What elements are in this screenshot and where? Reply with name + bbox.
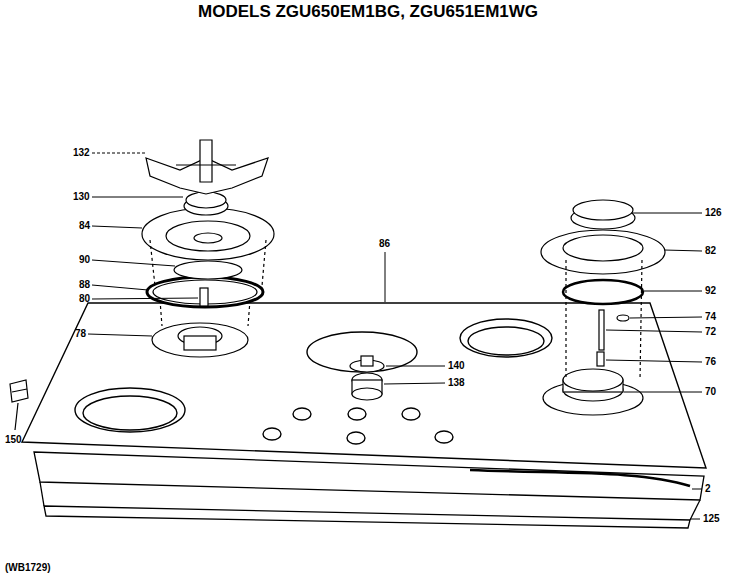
callout-number: 82: [705, 245, 716, 257]
cooktop-plate: [22, 303, 706, 468]
callout-number: 80: [79, 293, 90, 305]
callout-number: (WB1729): [5, 562, 51, 574]
callout-number: 86: [379, 238, 390, 250]
left-burner: [142, 140, 274, 357]
callout-number: 150: [5, 434, 22, 446]
left-burner: [176, 164, 236, 165]
leader-lines: [92, 197, 183, 198]
center-parts: [361, 356, 373, 366]
leader-lines: [386, 366, 445, 367]
right-burner: [599, 310, 604, 350]
leader-lines: [690, 519, 700, 520]
right-burner: [565, 260, 566, 380]
callout-number: 92: [705, 285, 716, 297]
right-burner: [541, 200, 665, 415]
left-burner: [248, 300, 250, 326]
left-burner: [174, 261, 242, 279]
callout-number: 90: [79, 254, 90, 266]
left-burner: [152, 323, 248, 357]
callout-number: 126: [705, 207, 722, 219]
leader-lines: [92, 226, 142, 228]
leader-lines: [92, 285, 148, 290]
right-burner: [597, 352, 604, 366]
left-burner: [147, 277, 263, 307]
bracket-part: [12, 389, 27, 392]
callout-number: 76: [705, 356, 716, 368]
bracket-part: [10, 380, 28, 430]
leader-lines: [624, 392, 702, 393]
callout-number: 84: [79, 220, 90, 232]
center-parts: [352, 388, 382, 400]
title: MODELS ZGU650EM1BG, ZGU651EM1WG: [198, 2, 538, 22]
left-burner: [150, 240, 155, 286]
left-burner: [166, 221, 250, 251]
bracket-part: [10, 380, 28, 402]
cooktop-plate: [468, 327, 544, 355]
center-parts: [350, 356, 384, 400]
left-burner: [200, 288, 208, 306]
right-burner: [563, 235, 643, 261]
leader-lines: [664, 250, 702, 251]
cooktop-plate: [435, 431, 453, 443]
callout-number: 88: [79, 279, 90, 291]
cooktop-plate: [293, 408, 311, 420]
front-frame: [470, 470, 690, 486]
left-burner: [160, 300, 162, 326]
leader-lines: [644, 291, 702, 292]
leader-lines: [92, 153, 145, 154]
cooktop-plate: [22, 303, 706, 468]
leader-lines: [632, 213, 702, 214]
callout-number: 74: [705, 311, 716, 323]
cooktop-plate: [347, 432, 365, 444]
callout-number: 130: [73, 191, 90, 203]
cooktop-plate: [83, 396, 177, 430]
left-burner: [142, 208, 274, 260]
leader-lines: [88, 334, 152, 336]
front-frame: [40, 482, 44, 506]
left-burner: [194, 233, 222, 243]
leader-lines: [92, 260, 175, 266]
callout-number: 2: [705, 483, 711, 495]
callout-number: 70: [705, 386, 716, 398]
left-burner: [184, 336, 216, 350]
leader-lines: [92, 298, 198, 299]
callout-number: 138: [448, 377, 465, 389]
cooktop-plate: [402, 408, 420, 420]
leader-lines: [692, 489, 702, 490]
right-burner: [563, 369, 623, 391]
front-frame: [44, 506, 690, 528]
right-burner: [640, 260, 642, 380]
bracket-part: [15, 403, 18, 430]
leader-lines: [88, 153, 702, 519]
leader-lines: [630, 317, 702, 318]
left-burner: [200, 140, 212, 182]
cooktop-plate: [460, 319, 552, 357]
front-frame: [690, 500, 700, 520]
leader-lines: [606, 330, 702, 332]
cooktop-plate: [263, 428, 281, 440]
callout-number: 125: [703, 513, 720, 525]
callout-number: 132: [73, 147, 90, 159]
cooktop-plate: [75, 388, 185, 432]
leader-lines: [384, 383, 445, 384]
callout-number: 140: [448, 360, 465, 372]
right-burner: [617, 315, 629, 321]
callout-number: 78: [75, 328, 86, 340]
leader-lines: [606, 360, 702, 362]
right-burner: [563, 280, 643, 304]
callout-number: 72: [705, 326, 716, 338]
right-burner: [541, 230, 665, 274]
right-burner: [573, 200, 633, 220]
left-burner: [262, 240, 266, 286]
cooktop-plate: [348, 408, 366, 420]
leader-lines: [385, 252, 386, 302]
